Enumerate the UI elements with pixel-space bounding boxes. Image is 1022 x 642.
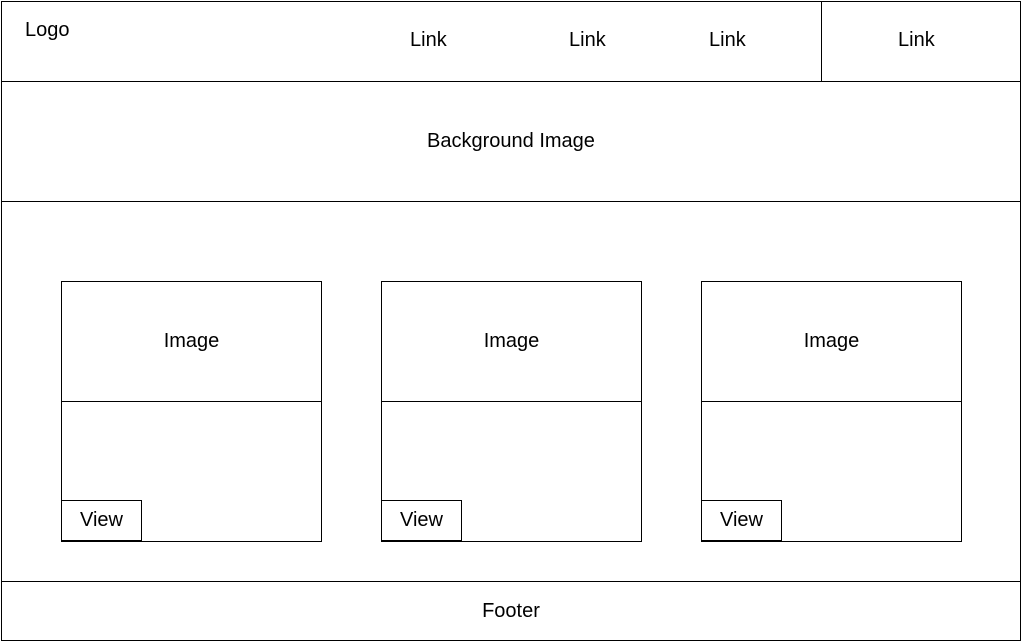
nav-link-1[interactable]: Link [410, 29, 447, 51]
card-3-view-button[interactable]: View [701, 500, 782, 541]
card-2-body [381, 401, 642, 542]
card-1-image: Image [61, 281, 322, 402]
card-3-image-label: Image [803, 330, 860, 352]
hero-background-image: Background Image [1, 81, 1021, 202]
card-2-view-label: View [400, 509, 443, 531]
nav-link-3[interactable]: Link [709, 29, 746, 51]
card-2-view-button[interactable]: View [381, 500, 462, 541]
card-3-image: Image [701, 281, 962, 402]
card-2-image-label: Image [483, 330, 540, 352]
card-2-image: Image [381, 281, 642, 402]
card-3-view-label: View [720, 509, 763, 531]
footer: Footer [1, 581, 1021, 641]
card-1-view-label: View [80, 509, 123, 531]
hero-label: Background Image [427, 130, 595, 152]
header-bar [1, 1, 1021, 82]
card-1-image-label: Image [163, 330, 220, 352]
card-1-view-button[interactable]: View [61, 500, 142, 541]
footer-label: Footer [482, 599, 540, 622]
header-divider [821, 1, 1021, 82]
nav-link-2[interactable]: Link [569, 29, 606, 51]
nav-link-4[interactable]: Link [898, 29, 935, 51]
card-3-body [701, 401, 962, 542]
logo[interactable]: Logo [25, 19, 70, 41]
